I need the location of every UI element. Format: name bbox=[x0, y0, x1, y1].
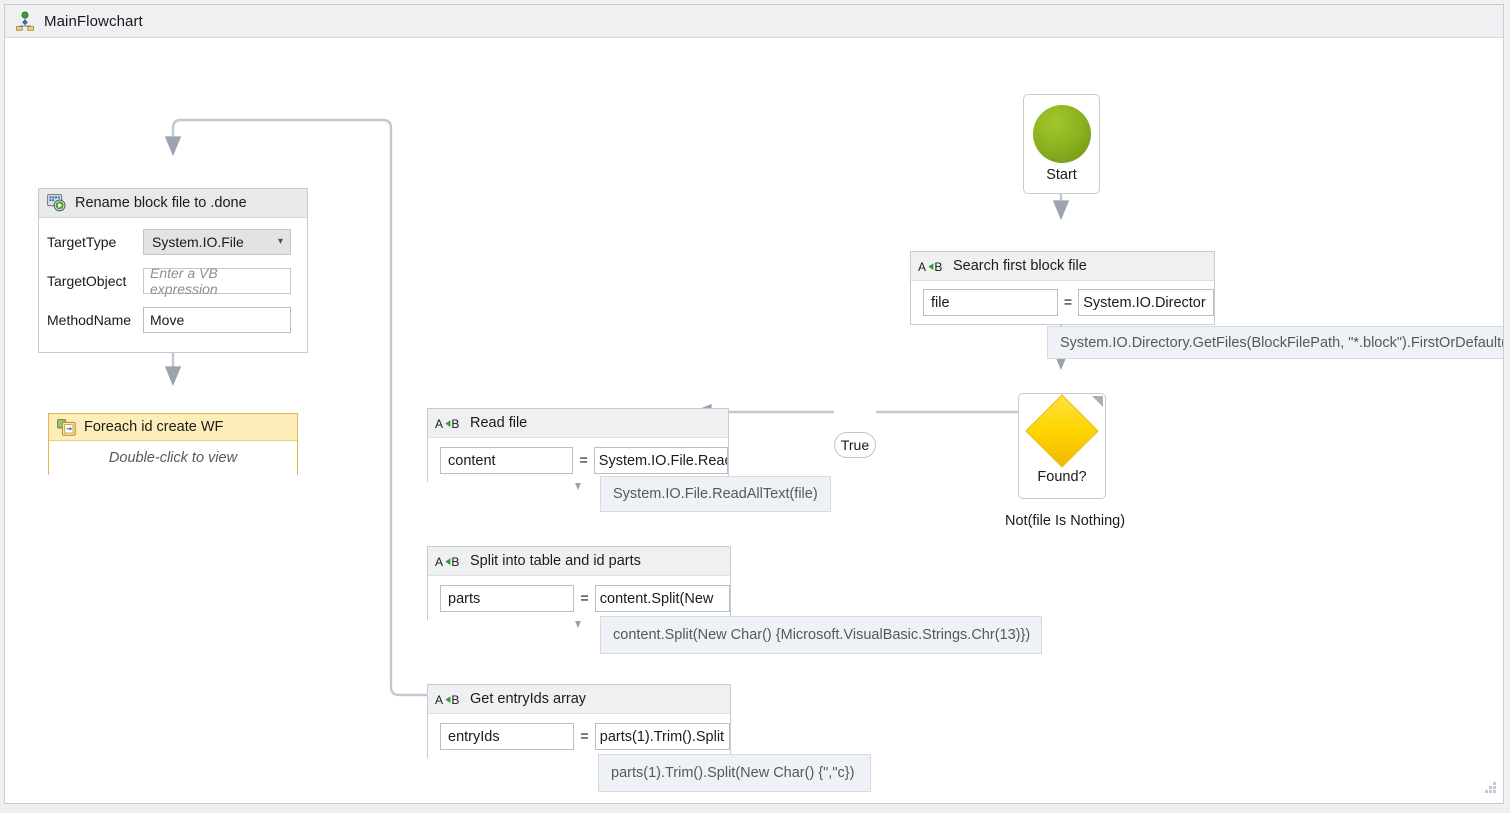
assign-row: parts = content.Split(New bbox=[428, 576, 730, 621]
flow-node-search-first-block-file[interactable]: A B Search first block file file = Syste… bbox=[910, 251, 1215, 325]
designer-titlebar: MainFlowchart bbox=[5, 5, 1503, 38]
flow-node-foreach-create-wf[interactable]: Foreach id create WF Double-click to vie… bbox=[48, 413, 298, 475]
start-node-label: Start bbox=[1046, 167, 1077, 183]
assign-expression-input[interactable]: content.Split(New bbox=[595, 585, 730, 612]
methodname-input[interactable]: Move bbox=[143, 307, 291, 333]
chevron-down-icon: ▾ bbox=[278, 237, 283, 247]
assign-ab-icon: A B bbox=[435, 692, 462, 707]
assign-expression-input[interactable]: System.IO.Director bbox=[1078, 289, 1214, 316]
foreach-workflow-icon bbox=[57, 419, 76, 436]
node-title: Split into table and id parts bbox=[470, 553, 641, 569]
svg-text:A: A bbox=[435, 693, 443, 707]
node-header: A B Get entryIds array bbox=[428, 685, 730, 714]
assign-variable-input[interactable]: content bbox=[440, 447, 573, 474]
workflow-designer-window: MainFlowchart bbox=[4, 4, 1504, 804]
flow-node-read-file[interactable]: A B Read file content = System.IO.File.R… bbox=[427, 408, 729, 482]
assign-expression-input[interactable]: parts(1).Trim().Split bbox=[595, 723, 730, 750]
invoke-method-icon bbox=[47, 194, 67, 212]
edge-label-true: True bbox=[834, 432, 876, 458]
assign-ab-icon: A B bbox=[435, 554, 462, 569]
property-row-targetobject: TargetObject Enter a VB expression bbox=[47, 267, 295, 295]
yellow-diamond-icon bbox=[1025, 394, 1099, 468]
collapse-corner-icon[interactable] bbox=[1092, 396, 1103, 407]
assign-equals-sign: = bbox=[580, 591, 588, 607]
resize-grip[interactable] bbox=[1482, 782, 1497, 797]
activity-properties: TargetType System.IO.File ▾ TargetObject… bbox=[39, 218, 307, 346]
assign-variable-input[interactable]: entryIds bbox=[440, 723, 574, 750]
node-title: Search first block file bbox=[953, 258, 1087, 274]
svg-text:A: A bbox=[918, 260, 926, 274]
node-title: Rename block file to .done bbox=[75, 195, 247, 211]
property-label: TargetType bbox=[47, 234, 143, 250]
assign-equals-sign: = bbox=[580, 729, 588, 745]
node-header: Foreach id create WF bbox=[49, 414, 297, 441]
decision-label: Found? bbox=[1037, 469, 1086, 485]
tooltip-search-expression: System.IO.Directory.GetFiles(BlockFilePa… bbox=[1047, 326, 1503, 359]
assign-variable-input[interactable]: file bbox=[923, 289, 1058, 316]
flowchart-canvas[interactable]: Start A B Search first block file file bbox=[5, 38, 1503, 803]
node-title: Foreach id create WF bbox=[84, 419, 223, 435]
svg-text:A: A bbox=[435, 417, 443, 431]
property-label: TargetObject bbox=[47, 273, 143, 289]
flow-node-rename-block-file[interactable]: Rename block file to .done TargetType Sy… bbox=[38, 188, 308, 353]
flow-node-split-parts[interactable]: A B Split into table and id parts parts … bbox=[427, 546, 731, 620]
node-header: Rename block file to .done bbox=[39, 189, 307, 218]
flow-node-get-entryids[interactable]: A B Get entryIds array entryIds = parts(… bbox=[427, 684, 731, 758]
assign-equals-sign: = bbox=[1064, 295, 1072, 311]
assign-expression-input[interactable]: System.IO.File.Reac bbox=[594, 447, 728, 474]
tooltip-split-expression: content.Split(New Char() {Microsoft.Visu… bbox=[600, 616, 1042, 654]
node-title: Read file bbox=[470, 415, 527, 431]
tooltip-entryids-expression: parts(1).Trim().Split(New Char() {","c}) bbox=[598, 754, 871, 792]
svg-text:B: B bbox=[451, 555, 459, 569]
property-row-methodname: MethodName Move bbox=[47, 306, 295, 334]
property-label: MethodName bbox=[47, 312, 143, 328]
svg-text:B: B bbox=[451, 693, 459, 707]
targetobject-input[interactable]: Enter a VB expression bbox=[143, 268, 291, 294]
assign-row: entryIds = parts(1).Trim().Split bbox=[428, 714, 730, 759]
assign-ab-icon: A B bbox=[435, 416, 462, 431]
node-header: A B Split into table and id parts bbox=[428, 547, 730, 576]
flowchart-icon bbox=[15, 11, 35, 31]
flow-node-start[interactable]: Start bbox=[1023, 94, 1100, 194]
tooltip-read-expression: System.IO.File.ReadAllText(file) bbox=[600, 476, 831, 512]
targettype-select[interactable]: System.IO.File ▾ bbox=[143, 229, 291, 255]
assign-row: file = System.IO.Director bbox=[911, 281, 1214, 324]
flow-node-decision-found[interactable]: Found? bbox=[1018, 393, 1106, 499]
designer-title: MainFlowchart bbox=[44, 13, 143, 30]
svg-text:B: B bbox=[934, 260, 942, 274]
assign-ab-icon: A B bbox=[918, 259, 945, 274]
property-row-targettype: TargetType System.IO.File ▾ bbox=[47, 228, 295, 256]
green-circle-start-icon bbox=[1033, 105, 1091, 163]
decision-condition-text: Not(file Is Nothing) bbox=[1005, 513, 1125, 529]
node-header: A B Read file bbox=[428, 409, 728, 438]
assign-equals-sign: = bbox=[579, 453, 587, 469]
foreach-body-hint: Double-click to view bbox=[49, 441, 297, 475]
svg-text:A: A bbox=[435, 555, 443, 569]
assign-variable-input[interactable]: parts bbox=[440, 585, 574, 612]
svg-text:B: B bbox=[451, 417, 459, 431]
node-title: Get entryIds array bbox=[470, 691, 586, 707]
targettype-value: System.IO.File bbox=[152, 234, 244, 250]
node-header: A B Search first block file bbox=[911, 252, 1214, 281]
